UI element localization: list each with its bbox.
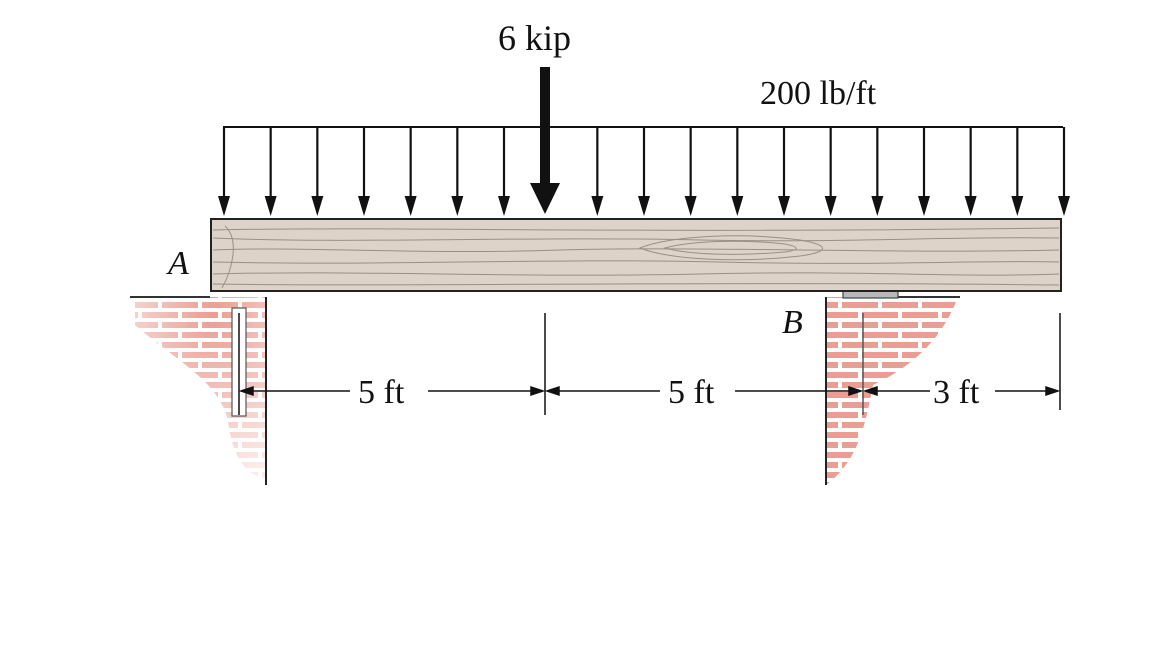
udl-arrow-head [918,196,930,216]
distributed-load [218,126,1070,216]
dimension-label-ab-second: 5 ft [668,374,715,411]
udl-arrow-head [1011,196,1024,216]
udl-arrow-head [964,196,977,216]
udl-arrow-head [498,196,510,216]
udl-arrow-head [638,196,650,216]
udl-arrow-head [871,196,884,216]
udl-arrow-head [311,196,324,216]
udl-arrow-head [731,196,744,216]
support-b-label: B [782,304,803,341]
udl-arrow-head [684,196,697,216]
udl-arrow-head [404,196,417,216]
udl-arrow-head [824,196,837,216]
support-a-label: A [166,245,189,282]
udl-arrow-head [591,196,604,216]
support-a-wall [130,296,267,485]
udl-arrow-head [218,196,230,216]
udl-arrow-head [778,196,790,216]
distributed-load-label: 200 lb/ft [760,75,877,112]
point-load-arrow [530,67,560,214]
udl-arrow-head [1058,196,1070,216]
wooden-beam [210,218,1062,292]
udl-arrow-head [358,196,370,216]
udl-arrow-head [264,196,277,216]
dimension-lines [238,313,1061,415]
dimension-label-ab-first: 5 ft [358,374,405,411]
dimension-label-overhang: 3 ft [933,374,980,411]
udl-arrow-head [451,196,464,216]
point-load-label: 6 kip [498,18,571,58]
